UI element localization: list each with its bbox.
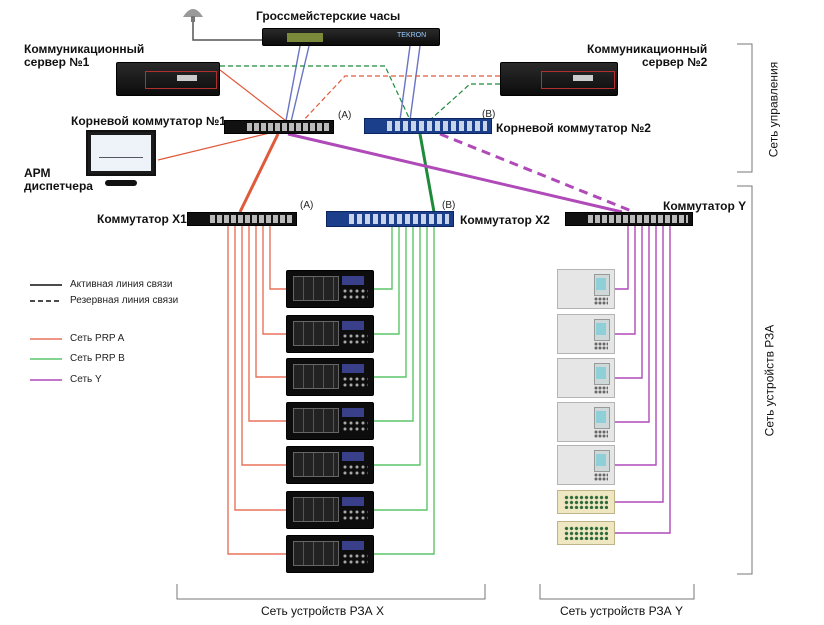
operator-workstation [86,130,156,176]
rza-device-y [557,269,615,309]
net-y-link [615,226,671,534]
root-switch-2-tag: (B) [482,109,496,120]
net-management-label: Сеть управления [766,61,781,158]
rza-device-y [557,358,615,398]
net-rza-y-label: Сеть устройств РЗА Y [560,604,683,618]
rza-device-x [286,535,374,573]
rza-device-y [557,402,615,442]
prp-a-link [262,226,286,335]
rza-device-x [286,446,374,484]
net-rza-label: Сеть устройств РЗА [762,324,777,437]
clock-links [284,45,421,127]
clock-title: Гроссмейстерские часы [256,9,401,23]
root-switch-2-label: Корневой коммутатор №2 [496,121,651,135]
comm-server-1 [116,62,220,96]
prp-b-link [374,227,435,555]
net-y-links [615,226,671,534]
rza-device-x [286,315,374,353]
net-y-link [615,226,643,379]
legend-net-y: Сеть Y [70,374,102,385]
prp-b-link [374,227,393,290]
prp-a-link [241,226,286,466]
prp-a-link [255,226,286,378]
rza-device-y [557,490,615,514]
net-y-link [615,226,636,335]
bracket-rza-x [176,584,486,600]
server1-label: Коммуникационный сервер №1 [24,42,145,69]
rza-device-x [286,491,374,529]
root-switch-2 [364,118,492,134]
net-y-link [615,226,657,466]
legend-prp-a: Сеть PRP A [70,333,125,344]
root-switch-1 [224,120,334,134]
switch-x2 [326,211,454,227]
prp-b-link [374,227,421,466]
rza-device-x [286,270,374,308]
rza-device-y [557,521,615,545]
prp-a-link [227,226,286,555]
comm-server-2 [500,62,618,96]
rza-device-x [286,402,374,440]
prp-b-link [374,227,400,335]
server2-label: Коммуникационный сервер №2 [587,42,708,69]
root-switch-1-label: Корневой коммутатор №1 [71,114,226,128]
switch-y-label: Коммутатор Y [663,199,747,213]
net-rza-x-label: Сеть устройств РЗА X [261,604,384,618]
root-switch-1-tag: (A) [338,110,352,121]
bracket-management [737,43,753,173]
prp-a-link [269,226,286,290]
prp-a-links [227,226,286,555]
net-y-link [615,226,629,290]
arm-label: АРМ диспетчера [24,166,93,193]
switch-x1-tag: (A) [300,200,314,211]
switch-x2-label: Коммутатор X2 [460,213,550,227]
monitor-stand [105,180,137,186]
bracket-rza-y [539,584,695,600]
rza-device-y [557,445,615,485]
grandmaster-clock: TEKRON [262,28,440,46]
prp-a-link [248,226,286,422]
gps-antenna-icon [181,3,205,23]
prp-b-link [374,227,428,511]
net-y-link [615,226,664,503]
bracket-rza [737,185,753,575]
clock-brand: TEKRON [397,32,427,39]
switch-x2-tag: (B) [442,200,456,211]
switch-x1-label: Коммутатор X1 [97,212,187,226]
legend-reserve: Резервная линия связи [70,295,179,306]
switch-x1 [187,212,297,226]
prp-a-link [234,226,286,511]
prp-b-links [374,227,435,555]
rza-device-y [557,314,615,354]
prp-b-link [374,227,414,422]
prp-b-link [374,227,407,378]
switch-y [565,212,693,226]
legend-prp-b: Сеть PRP B [70,353,125,364]
legend-active: Активная линия связи [70,279,173,290]
rza-device-x [286,358,374,396]
net-y-link [615,226,650,423]
